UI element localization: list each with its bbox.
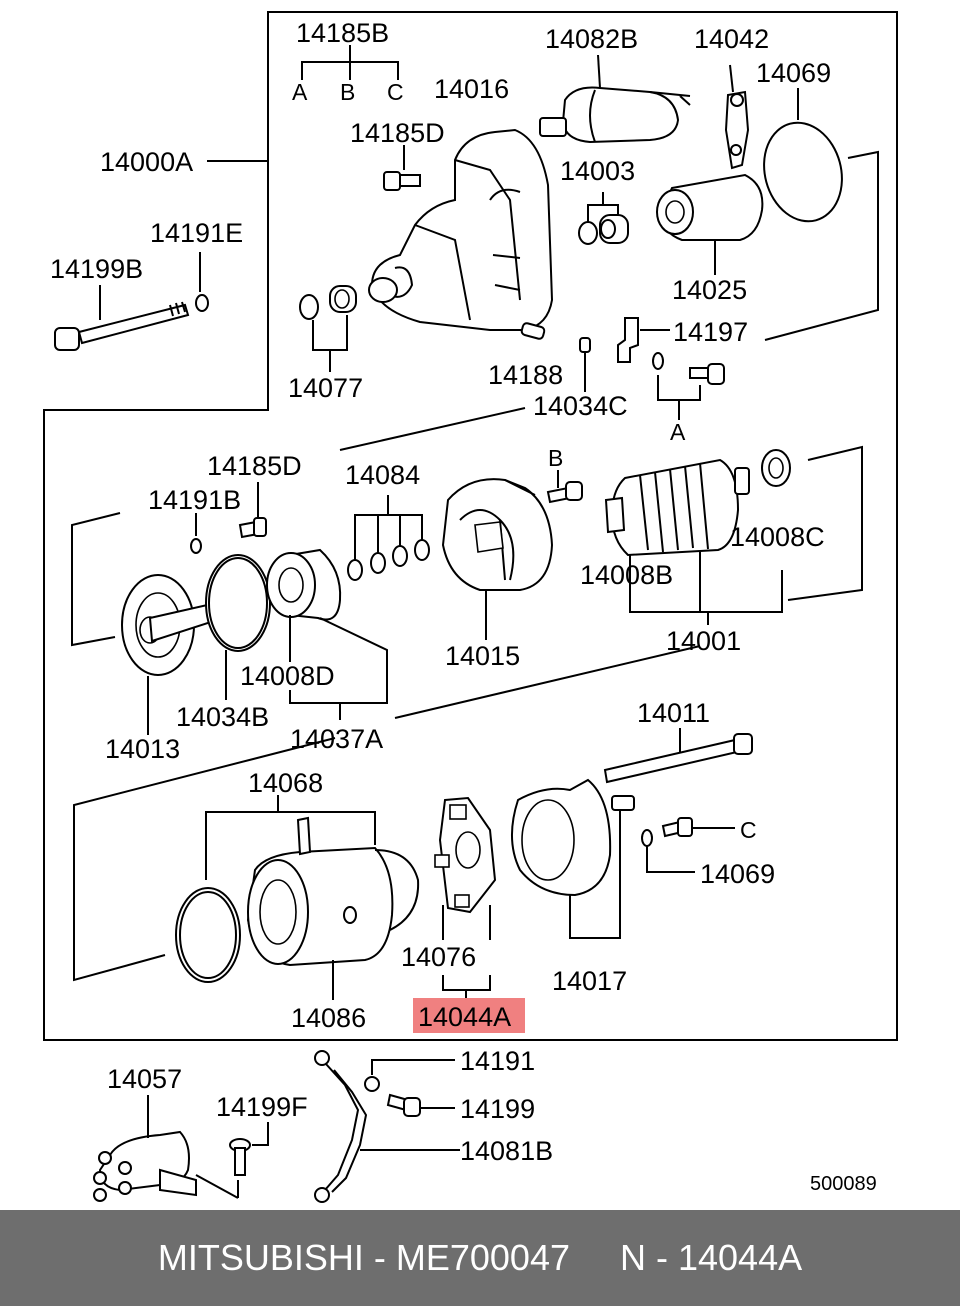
part-14076-brush-holder <box>434 796 497 1002</box>
label-14044A: 14044A <box>418 1002 511 1032</box>
label-14076: 14076 <box>401 942 476 972</box>
label-14001: 14001 <box>666 626 741 656</box>
part-14191-washer <box>364 1059 455 1092</box>
label-14008D: 14008D <box>240 661 335 691</box>
frame-armature <box>787 445 863 601</box>
label-14016: 14016 <box>434 74 509 104</box>
label-14185D-top: 14185D <box>350 118 445 148</box>
label-14068: 14068 <box>248 768 323 798</box>
part-14016-housing <box>368 128 554 331</box>
label-14017: 14017 <box>552 966 627 996</box>
part-14001-armature <box>604 458 783 625</box>
part-14008C-bearing <box>761 449 791 487</box>
part-washer-a <box>652 352 664 370</box>
label-14199: 14199 <box>460 1094 535 1124</box>
label-14197: 14197 <box>673 317 748 347</box>
part-14185D-mid-bolt <box>238 482 267 539</box>
part-14199F-bolt <box>229 1122 269 1198</box>
label-14069-low: 14069 <box>700 859 775 889</box>
assembly-frame <box>43 11 898 1041</box>
part-14057-relay <box>93 1095 239 1202</box>
part-14034B-gasket <box>205 554 271 652</box>
label-14191E: 14191E <box>150 218 243 248</box>
frame-drive-side <box>71 512 121 647</box>
label-14185D-mid: 14185D <box>207 451 302 481</box>
part-number-footer: MITSUBISHI - ME700047 N - 14044A <box>0 1210 960 1306</box>
label-14084: 14084 <box>345 460 420 490</box>
label-14025: 14025 <box>672 275 747 305</box>
starter-parts-diagram: 14185B A B C 14082B 14042 14069 14016 14… <box>43 11 898 1203</box>
reference-number: 500089 <box>810 1173 877 1195</box>
label-14069-top: 14069 <box>756 58 831 88</box>
part-14025-clutch <box>656 173 764 275</box>
frame-lower <box>73 737 336 982</box>
part-14084-washers <box>347 495 430 581</box>
part-14199-bolt <box>386 1093 455 1117</box>
label-14191B: 14191B <box>148 485 241 515</box>
label-14013: 14013 <box>105 734 180 764</box>
part-14086-ring <box>175 887 241 983</box>
label-14037A: 14037A <box>290 724 383 754</box>
part-14069-gasket <box>763 121 843 223</box>
part-14082B-solenoid <box>539 54 691 144</box>
part-14191B-washer <box>190 538 202 554</box>
label-B-mid: B <box>548 445 563 471</box>
label-14034B: 14034B <box>176 702 269 732</box>
label-14042: 14042 <box>694 24 769 54</box>
label-14086: 14086 <box>291 1003 366 1033</box>
label-14077: 14077 <box>288 373 363 403</box>
part-14034C <box>579 337 591 353</box>
part-14017-cover <box>510 778 621 939</box>
highlight-14044A <box>413 998 525 1033</box>
label-14034C: 14034C <box>533 391 628 421</box>
part-14042-lever <box>724 64 750 170</box>
label-14057: 14057 <box>107 1064 182 1094</box>
label-14003: 14003 <box>560 156 635 186</box>
part-14003 <box>578 192 629 245</box>
label-14191: 14191 <box>460 1046 535 1076</box>
part-14077 <box>299 285 357 372</box>
part-14188-pin <box>520 322 546 340</box>
label-14199F: 14199F <box>216 1092 308 1122</box>
label-14185B: 14185B <box>296 18 389 48</box>
part-14011-bolt <box>603 728 753 784</box>
part-14008D-bearing <box>266 548 388 720</box>
part-14068-yoke <box>205 795 420 967</box>
label-14008C: 14008C <box>730 522 825 552</box>
label-14000A: 14000A <box>100 147 193 177</box>
label-14188: 14188 <box>488 360 563 390</box>
part-14197-clip <box>617 317 670 363</box>
label-14082B: 14082B <box>545 24 638 54</box>
label-14008B: 14008B <box>580 560 673 590</box>
label-14015: 14015 <box>445 641 520 671</box>
part-14015-housing <box>441 478 554 640</box>
frame-upper-right <box>764 150 879 341</box>
part-14185D-bolt <box>383 145 421 191</box>
label-A-top: A <box>292 79 308 105</box>
frame-middle-divider <box>394 645 701 719</box>
label-C-top: C <box>387 79 404 105</box>
part-bolt-c <box>611 795 735 873</box>
frame-middle-divider-2 <box>339 407 526 451</box>
label-A-mid: A <box>670 419 686 445</box>
part-14199B-through-bolt <box>54 252 209 351</box>
label-B-top: B <box>340 79 355 105</box>
part-bolt-a <box>689 363 725 385</box>
part-14081B-cable <box>314 1050 460 1203</box>
label-14199B: 14199B <box>50 254 143 284</box>
label-14011: 14011 <box>637 698 710 728</box>
label-14081B: 14081B <box>460 1136 553 1166</box>
part-bolt-b <box>546 470 583 504</box>
label-C-low: C <box>740 817 757 843</box>
